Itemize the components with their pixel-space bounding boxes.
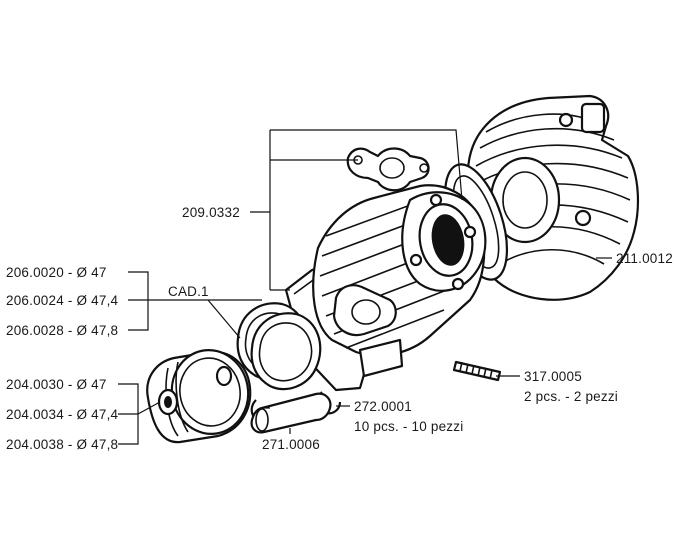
- label-head: 211.0012: [616, 251, 673, 266]
- label-stud: 317.0005: [524, 369, 582, 384]
- label-gasket-set: 209.0332: [182, 205, 240, 220]
- label-pin: 271.0006: [262, 437, 320, 452]
- label-stud-quantity: 2 pcs. - 2 pezzi: [524, 389, 618, 404]
- piston-rings: [236, 302, 322, 391]
- piston: [146, 349, 252, 444]
- leader-lines: [118, 129, 612, 445]
- label-clip: 272.0001: [354, 399, 412, 414]
- stud: [452, 360, 502, 382]
- label-ring-quantity: CAD.1: [168, 284, 209, 299]
- wrist-pin: [250, 392, 332, 434]
- label-ring-47: 206.0020 - Ø 47: [6, 265, 107, 280]
- label-ring-47-8: 206.0028 - Ø 47,8: [6, 323, 118, 338]
- label-piston-47-4: 204.0034 - Ø 47,4: [6, 407, 119, 422]
- label-ring-47-4: 206.0024 - Ø 47,4: [6, 293, 119, 308]
- exhaust-gasket: [346, 147, 430, 192]
- label-piston-47: 204.0030 - Ø 47: [6, 377, 107, 392]
- label-clip-quantity: 10 pcs. - 10 pezzi: [354, 419, 463, 434]
- label-piston-47-8: 204.0038 - Ø 47,8: [6, 437, 118, 452]
